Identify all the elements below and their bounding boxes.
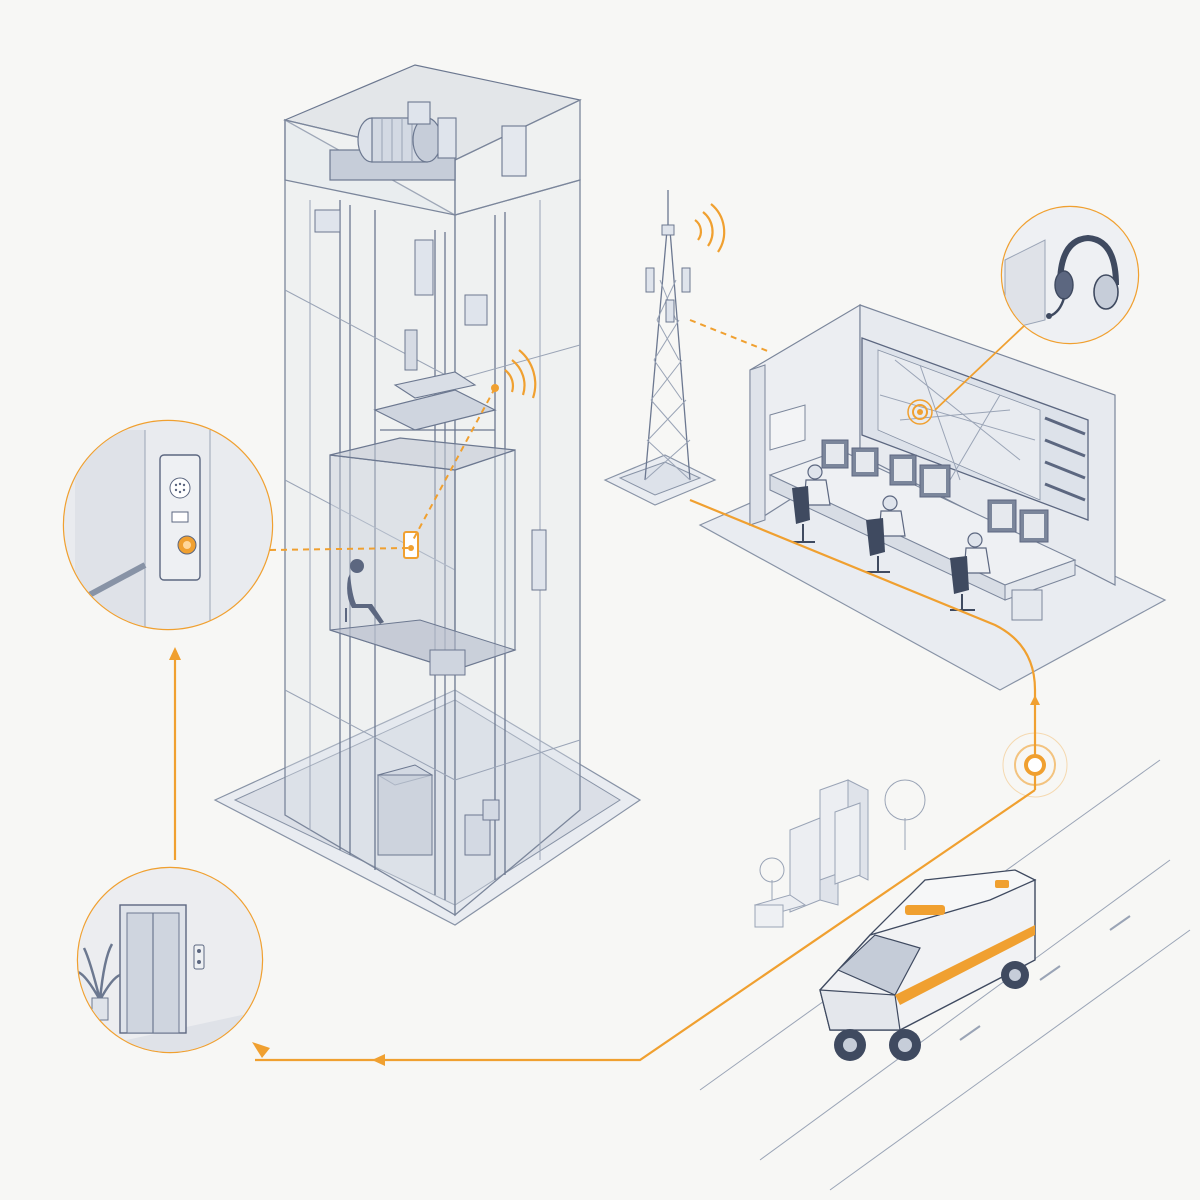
operator-3	[950, 532, 991, 611]
elevator-alarm-button-detail	[62, 419, 274, 631]
headset-icon	[1046, 234, 1119, 319]
elevator-shaft	[213, 64, 642, 926]
operator-desks	[768, 449, 1077, 621]
operator-monitors	[821, 439, 1049, 543]
pit-equipment	[376, 764, 500, 856]
elevator-landing-detail	[76, 866, 264, 1054]
video-wall-map	[861, 337, 1089, 521]
wireless-signal-icon	[412, 349, 537, 541]
dispatch-node	[1002, 732, 1068, 798]
car-sling	[373, 329, 497, 431]
tower-to-center-link	[689, 319, 771, 353]
response-workflow-path	[169, 498, 1068, 1066]
monitoring-center	[698, 303, 1167, 691]
cell-tower	[603, 190, 726, 506]
headset-callout-link	[934, 324, 1026, 411]
elevator-cab	[329, 437, 517, 676]
elevator-door-icon	[119, 904, 205, 1034]
trapped-passenger	[345, 559, 384, 624]
service-van	[819, 869, 1037, 1061]
tower-signal-icon	[694, 203, 726, 253]
alarm-button-icon	[159, 454, 201, 581]
operator-1	[792, 464, 831, 543]
city-buildings	[753, 779, 926, 928]
map-location-marker	[907, 399, 933, 425]
operator-headset-detail	[1000, 205, 1140, 345]
operator-2	[866, 495, 906, 573]
hoist-motor	[329, 101, 527, 181]
guide-rails	[284, 200, 581, 900]
